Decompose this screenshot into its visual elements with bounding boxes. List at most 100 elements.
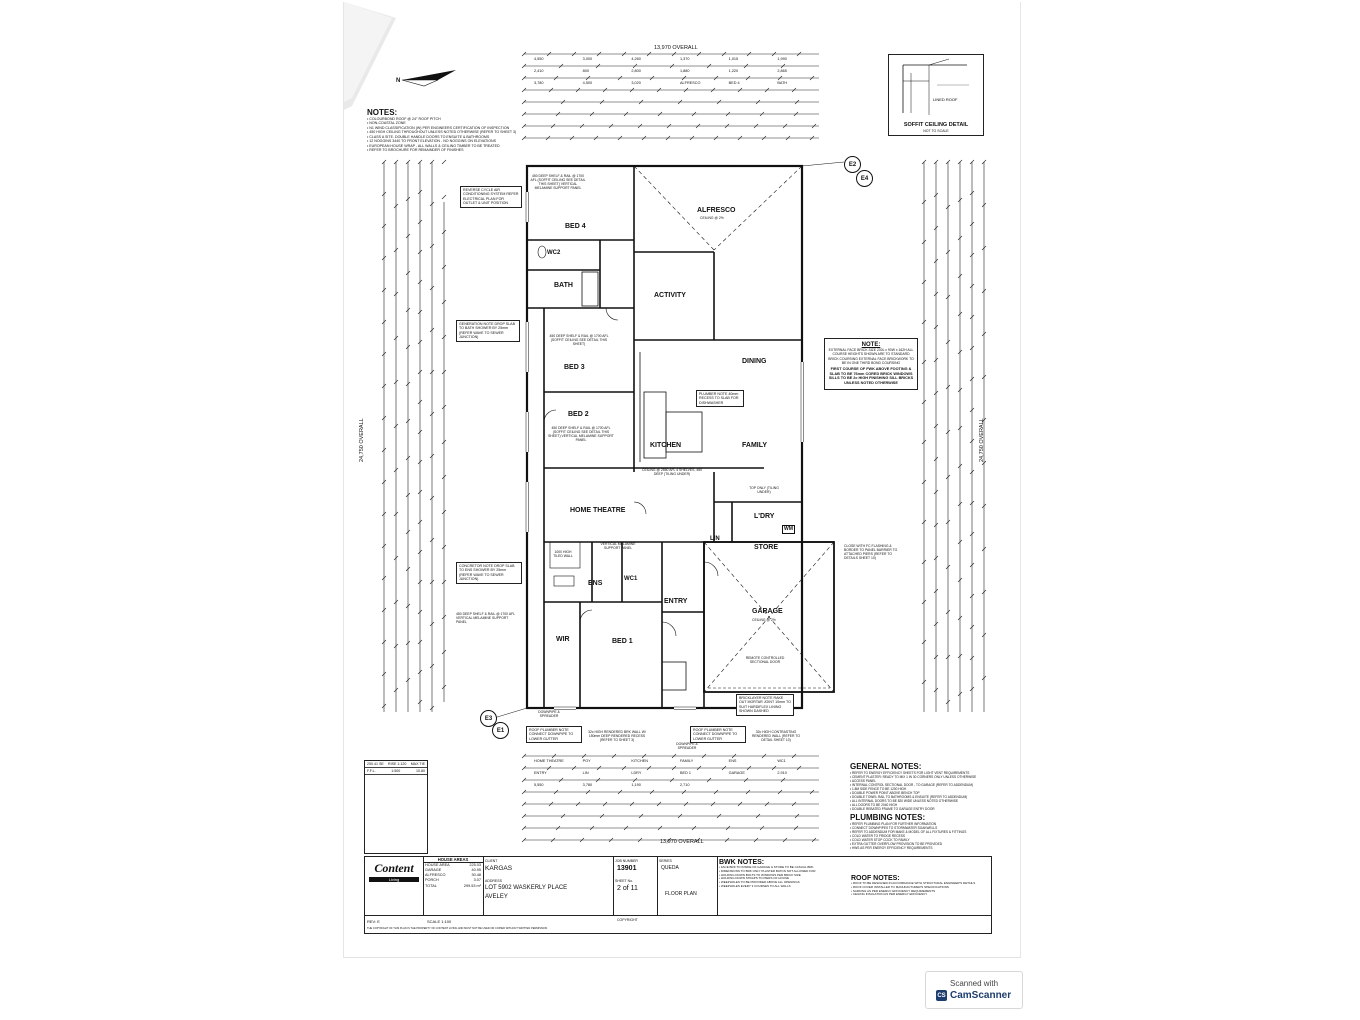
bwk_notes-line: • HOLDING DOWN BOLTS TO WINDOWS PER BRIC… (719, 872, 801, 877)
dimension-tick (521, 123, 527, 129)
room-bed4: BED 4 (565, 223, 586, 230)
dimension-label: 1,220 (728, 69, 739, 73)
dimension-tick (629, 87, 635, 93)
dimension-tick (933, 687, 939, 693)
badge-e2: E2 (844, 156, 861, 173)
dimension-tick (656, 87, 662, 93)
dimension-tick (771, 51, 777, 57)
note-remote-door: REMOTE CONTROLLED SECTIONAL DOOR (745, 656, 785, 665)
dimension-tick (441, 194, 447, 200)
dimension-tick (809, 75, 815, 81)
room-alfresco-ceiling: CEILING @ 2% (700, 216, 724, 220)
dimension-tick (981, 288, 987, 294)
dimension-tick (623, 825, 629, 831)
dimension-tick (575, 801, 581, 807)
dimension-label: BED 4 (728, 81, 740, 85)
dimension-tick (393, 159, 399, 165)
dimension-tick (393, 511, 399, 517)
dimension-tick (933, 291, 939, 297)
dimension-tick (441, 684, 447, 690)
dimension-tick (759, 111, 765, 117)
dimension-tick (417, 579, 423, 585)
dimension-tick (585, 75, 591, 81)
dimension-tick (599, 813, 605, 819)
dimension-tick (429, 705, 435, 711)
dimension-tick (737, 801, 743, 807)
dimension-tick (417, 609, 423, 615)
dimension-tick (691, 825, 697, 831)
dimension-tick (417, 339, 423, 345)
dimension-tick (579, 837, 585, 843)
dimension-tick (710, 87, 716, 93)
dimension-tick (441, 614, 447, 620)
dimension-tick (637, 123, 643, 129)
note-concretor: CONCRETOR NOTE DROP SLAB TO ENS SHOWER B… (456, 562, 522, 584)
bwk_notes-line: • HOLDING DOWN STRAPS TO PIERS OF HOUSE (719, 876, 789, 881)
dimension-tick (595, 777, 601, 783)
dimension-label: GARAGE (728, 771, 745, 775)
dimension-tick (608, 837, 614, 843)
dimension-tick (417, 219, 423, 225)
area-label: HOUSE AREA (425, 863, 450, 867)
general_notes-line: • ACCESS PANEL (850, 779, 877, 783)
general_notes-line: • DOUBLE TOWEL RAIL TO BATHROOMS & ENSUI… (850, 795, 968, 799)
dimension-tick (638, 99, 644, 105)
notes-title: NOTES: (367, 108, 398, 117)
area-label: GARAGE (425, 868, 442, 873)
dimension-tick (548, 801, 554, 807)
note-close-with: CLOSE WITH FC FLASHING & BORDER TO PANEL… (844, 544, 898, 561)
dimension-tick (381, 255, 387, 261)
dimension-tick (764, 87, 770, 93)
dimension-tick (593, 135, 599, 141)
dimension-tick (713, 135, 719, 141)
dimension-tick (393, 247, 399, 253)
plumbing_notes-line: • EXTRA GUTTER OVERFLOW PROVISION TO BE … (850, 842, 943, 846)
dimension-tick (737, 87, 743, 93)
dimension-label: 4,260 (631, 57, 641, 61)
dimension-tick (646, 51, 652, 57)
dimension-tick (933, 555, 939, 561)
note-downpipe-right: DOWNPIPE & SPREADER (676, 742, 698, 751)
dimension-tick (706, 777, 712, 783)
bwk_notes-line: • WEEPHOLES EVERY 3 COURSES TO ALL WALLS (719, 883, 791, 888)
dimension-tick (933, 225, 939, 231)
note-roof-plumber-mid: ROOF PLUMBER NOTE CONNECT DOWNPIPE TO LO… (690, 726, 746, 744)
dimension-tick (921, 479, 927, 485)
dimension-tick (393, 423, 399, 429)
dimension-tick (381, 511, 387, 517)
dimension-tick (725, 825, 731, 831)
side-note-body: EXTERNAL FACE BRICK SIZE 230L x 90W x 16… (828, 348, 914, 365)
dimension-tick (753, 837, 759, 843)
general_notes-line: • DOUBLE REBATED FRAME TO GARAGE ENTRY D… (850, 807, 935, 811)
room-garage: GARAGE (752, 608, 783, 615)
dimension-label: 2,910 (777, 771, 787, 775)
dimension-label: ALFRESCO (680, 81, 701, 85)
area-value: 30.48 (471, 873, 481, 878)
badge-e3: E3 (480, 710, 497, 727)
note-plumber-recess: PLUMBER NOTE 40mm RECESS TO SLAB FOR DIS… (696, 390, 744, 408)
dimension-tick (746, 51, 752, 57)
dimension-tick (405, 344, 411, 350)
plumbing-notes-lines: • REFER PLUMBING PLAN FOR FURTHER INFORM… (850, 822, 998, 850)
dimension-tick (641, 135, 647, 141)
notes_block-line: • NON-COASTAL ZONE (367, 121, 406, 126)
general_notes-line: • CEMENT PLASTER: READY TO MIX 1 IN 30 C… (850, 775, 977, 779)
dimension-tick (381, 159, 387, 165)
dimension-tick (957, 235, 963, 241)
dimension-tick (811, 123, 817, 129)
dimension-label: 4,500 (582, 81, 593, 85)
dimension-tick (945, 294, 951, 300)
room-dining: DINING (742, 358, 767, 365)
notes-block: NOTES: • COLOURBOND ROOF @ 24° ROOF PITC… (367, 108, 537, 153)
dimension-tick (969, 345, 975, 351)
dimension-tick (969, 655, 975, 661)
dimension-tick (793, 825, 799, 831)
dimension-tick (721, 765, 727, 771)
bwk-notes-title: BWK NOTES: (719, 859, 765, 866)
dimension-tick (521, 111, 527, 117)
room-ens: ENS (588, 580, 603, 587)
dimension-tick (521, 813, 527, 819)
